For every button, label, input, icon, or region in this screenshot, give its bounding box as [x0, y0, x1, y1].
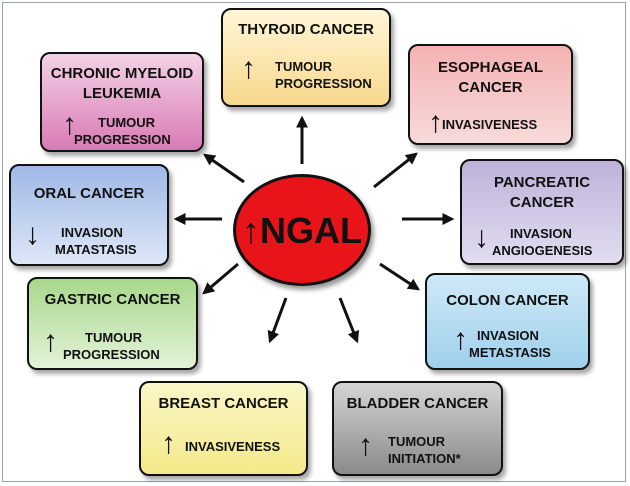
arrow-to-colon: [379, 262, 421, 291]
bladder-effect-line-2: INITIATION*: [388, 451, 461, 466]
arrow-to-gastric: [202, 262, 239, 295]
up-arrow-icon: ↑: [453, 323, 468, 356]
up-arrow-icon: ↑: [358, 429, 373, 462]
esophageal-effect-line-1: INVASIVENESS: [442, 117, 538, 132]
pancreatic-cancer-box: PANCREATIC CANCER ↓ INVASION ANGIOGENESI…: [460, 159, 624, 265]
breast-cancer-box: BREAST CANCER ↑ INVASIVENESS: [139, 381, 308, 476]
cml-effect-line-1: TUMOUR: [98, 115, 156, 130]
esophageal-cancer-box: ESOPHAGEAL CANCER ↑ INVASIVENESS: [408, 44, 573, 145]
thyroid-cancer-box: THYROID CANCER ↑ TUMOUR PROGRESSION: [221, 8, 391, 107]
pancreatic-effect-line-1: INVASION: [510, 226, 572, 241]
pancreatic-effect-line-2: ANGIOGENESIS: [492, 243, 593, 258]
gastric-cancer-box: GASTRIC CANCER ↑ TUMOUR PROGRESSION: [27, 277, 198, 370]
arrow-to-bladder: [338, 297, 360, 344]
ngal-label: ↑NGAL: [242, 210, 362, 251]
pancreatic-title-line-1: PANCREATIC: [493, 174, 591, 191]
breast-effect-line-1: INVASIVENESS: [185, 439, 281, 454]
down-arrow-icon: ↓: [474, 221, 489, 254]
bladder-cancer-box: BLADDER CANCER ↑ TUMOUR INITIATION*: [332, 381, 503, 476]
bladder-cancer-title: BLADDER CANCER: [346, 395, 489, 412]
cml-effect-line-2: PROGRESSION: [74, 132, 171, 147]
pancreatic-title-line-2: CANCER: [509, 194, 575, 211]
gastric-cancer-title: GASTRIC CANCER: [44, 291, 181, 308]
up-arrow-icon: ↑: [62, 108, 77, 141]
oral-effect-line-2: MATASTASIS: [55, 242, 137, 257]
esophageal-title-line-2: CANCER: [458, 79, 523, 96]
oral-effect-line-1: INVASION: [61, 225, 123, 240]
thyroid-effect-line-1: TUMOUR: [275, 59, 333, 74]
up-arrow-icon: ↑: [241, 52, 256, 85]
colon-cancer-box: COLON CANCER ↑ INVASION METASTASIS: [425, 273, 590, 370]
gastric-effect-line-1: TUMOUR: [85, 330, 143, 345]
breast-cancer-title: BREAST CANCER: [158, 395, 289, 412]
up-arrow-icon: ↑: [43, 325, 58, 358]
thyroid-cancer-title: THYROID CANCER: [238, 21, 374, 38]
gastric-effect-line-2: PROGRESSION: [63, 347, 160, 362]
cml-title-line-1: CHRONIC MYELOID: [50, 65, 194, 82]
cml-box: CHRONIC MYELOID LEUKEMIA ↑ TUMOUR PROGRE…: [40, 52, 204, 152]
colon-effect-line-2: METASTASIS: [469, 345, 551, 360]
up-arrow-icon: ↑: [428, 106, 443, 139]
arrow-to-breast: [267, 297, 288, 344]
colon-cancer-title: COLON CANCER: [446, 292, 569, 309]
arrow-to-cml: [203, 153, 245, 184]
ngal-center-ellipse: ↑NGAL: [233, 174, 371, 286]
esophageal-title-line-1: ESOPHAGEAL: [437, 59, 543, 76]
arrow-to-esophageal: [373, 152, 418, 189]
down-arrow-icon: ↓: [25, 218, 40, 251]
figure-frame: [2, 2, 626, 482]
colon-effect-line-1: INVASION: [477, 328, 539, 343]
up-arrow-icon: ↑: [161, 427, 176, 460]
cml-title-line-2: LEUKEMIA: [82, 85, 162, 102]
oral-cancer-title: ORAL CANCER: [33, 185, 145, 202]
thyroid-effect-line-2: PROGRESSION: [275, 76, 372, 91]
bladder-effect-line-1: TUMOUR: [388, 434, 446, 449]
oral-cancer-box: ORAL CANCER ↓ INVASION MATASTASIS: [9, 164, 169, 266]
